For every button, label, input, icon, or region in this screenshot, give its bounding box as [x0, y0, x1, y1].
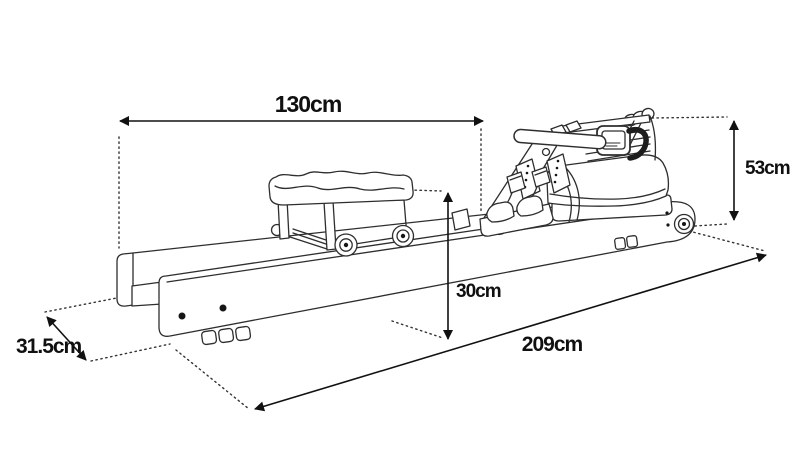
dim-label-overall-width: 31.5cm	[16, 335, 82, 358]
seat-brace	[292, 228, 327, 245]
dim-arrow-overall-width	[46, 316, 87, 361]
rail-bolt	[219, 304, 227, 312]
dim-label-seat-height: 30cm	[456, 281, 501, 302]
foot-plate-right	[546, 153, 571, 194]
heel-rests	[479, 195, 554, 237]
floor-outline	[44, 230, 766, 410]
seat-assembly	[268, 170, 415, 257]
rail-bolt	[178, 312, 186, 320]
rail-near-beam	[158, 200, 696, 346]
handle	[513, 128, 607, 150]
footboard-bolt	[541, 147, 551, 157]
rear-feet	[614, 235, 639, 250]
strap-hook	[626, 127, 649, 161]
front-feet	[201, 325, 252, 346]
dim-label-overall-length: 209cm	[522, 333, 583, 356]
seat-wheel	[391, 224, 415, 248]
rail-bolt	[666, 223, 670, 227]
dimension-arrows	[46, 116, 767, 412]
dim-label-machine-height: 53cm	[745, 158, 790, 179]
frame-right-edge	[649, 115, 657, 161]
seat-wheel	[334, 233, 358, 257]
rail-clamp	[451, 208, 471, 231]
rail-bolt	[665, 211, 669, 215]
water-tank-assembly	[546, 107, 673, 222]
foot-straps	[502, 166, 551, 210]
dim-arrow-overall-length	[254, 252, 767, 412]
footrest-assembly	[451, 134, 580, 237]
seat-post	[323, 200, 337, 251]
rail-front-crossmember	[131, 281, 163, 307]
transport-wheel	[673, 213, 695, 235]
dim-label-rail-length: 130cm	[275, 91, 342, 117]
